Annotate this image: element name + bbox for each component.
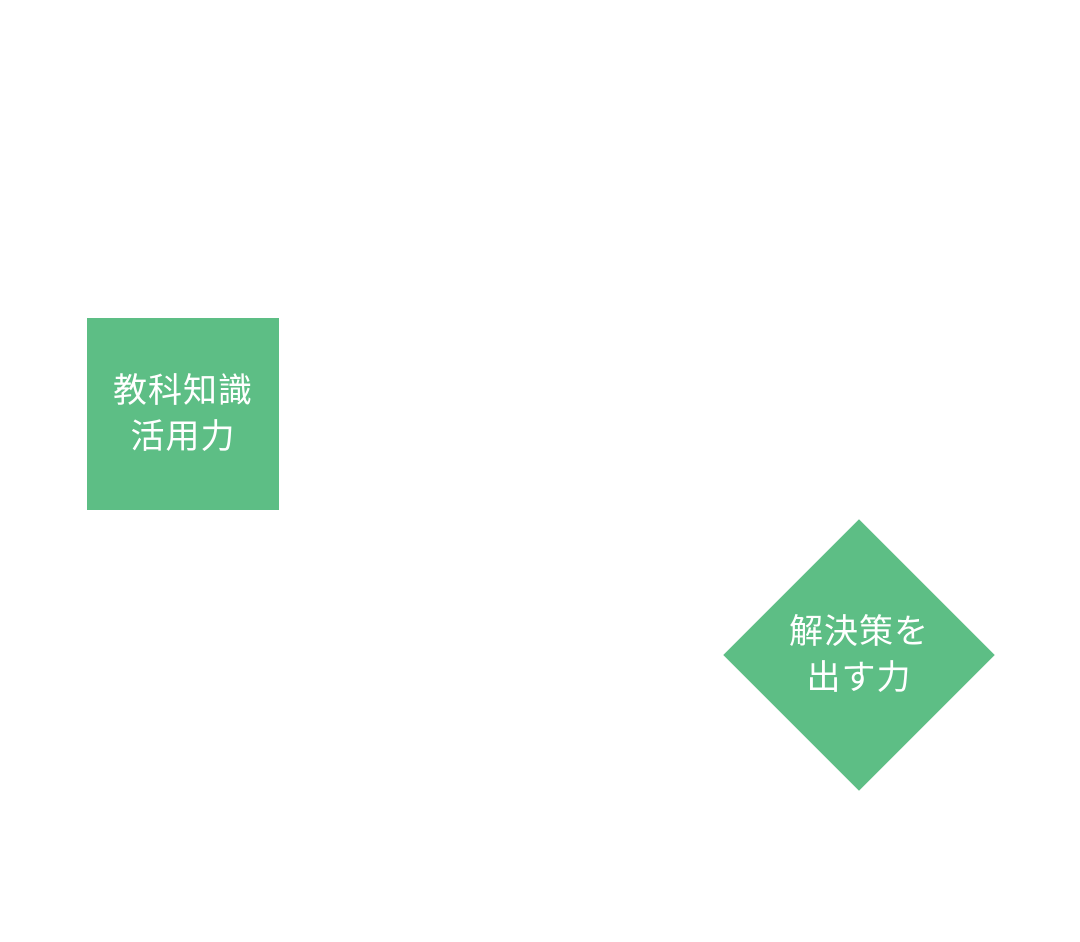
node-label: 教科知識 活用力: [113, 368, 253, 460]
node-solution-ability: 解決策を 出す力: [723, 519, 995, 791]
node-label: 解決策を 出す力: [789, 609, 929, 701]
node-label-line: 教科知識: [113, 371, 253, 411]
node-label-line: 出す力: [806, 658, 912, 698]
node-knowledge-application: 教科知識 活用力: [87, 318, 279, 510]
node-label-line: 解決策を: [789, 612, 929, 652]
node-label-line: 活用力: [130, 417, 236, 457]
square-shape: [87, 318, 279, 510]
